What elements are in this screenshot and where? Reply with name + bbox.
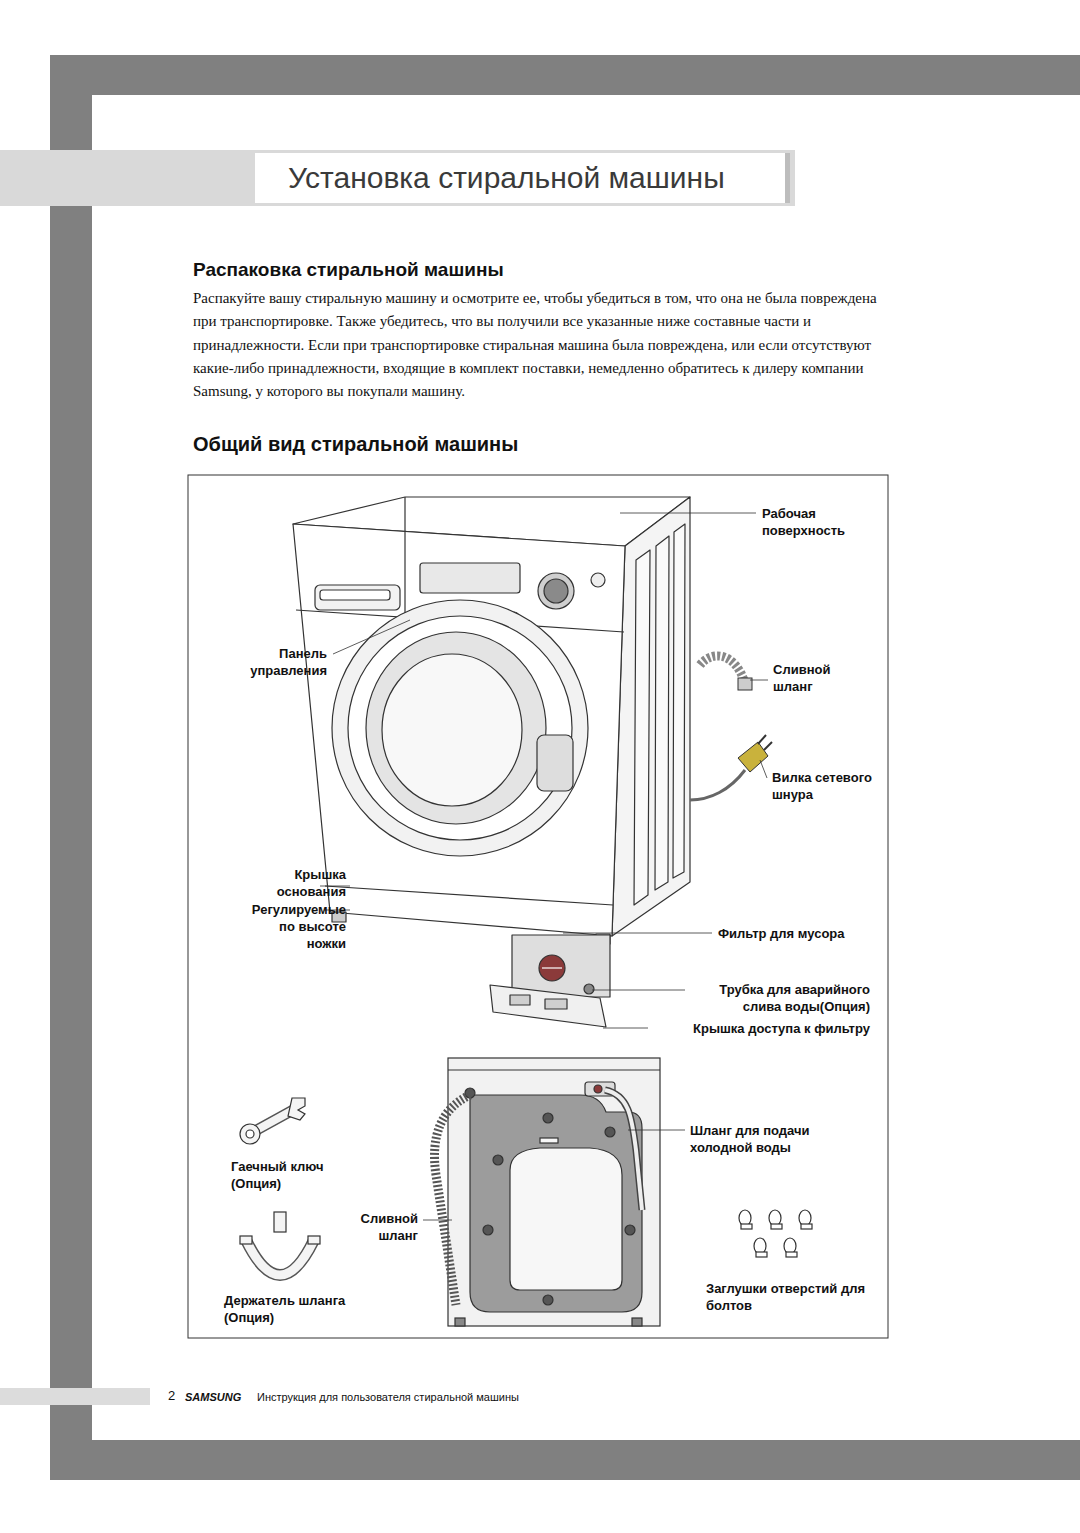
figure-frame [188, 475, 888, 1338]
part-label: Вилка сетевого шнура [772, 769, 872, 803]
part-label: Рабочая поверхность [762, 505, 872, 539]
machine-rear-view [448, 1058, 660, 1326]
part-label: Сливной шланг [773, 661, 858, 695]
machine-front-view [293, 497, 690, 1027]
part-label: Держатель шланга (Опция) [224, 1292, 384, 1326]
section-heading: Общий вид стиральной машины [193, 432, 793, 456]
part-label: Сливной шланг [333, 1210, 418, 1244]
part-label: Крышка доступа к фильтру [640, 1020, 870, 1037]
frame-bar [50, 1440, 1080, 1480]
part-label: Гаечный ключ (Опция) [231, 1158, 351, 1192]
body-text: Распакуйте вашу стиральную машину и осмо… [193, 287, 888, 403]
brand-name: SAMSUNG [185, 1390, 255, 1404]
part-label: Панель управления [217, 645, 327, 679]
footer-text: Инструкция для пользователя стиральной м… [257, 1390, 657, 1404]
part-label: Регулируемые по высоте ножки [241, 901, 346, 952]
leader-lines [320, 513, 768, 1220]
part-label: Заглушки отверстий для болтов [706, 1280, 871, 1314]
part-label: Шланг для подачи холодной воды [690, 1122, 855, 1156]
footer-band [0, 1388, 150, 1405]
part-label: Крышка основания [246, 866, 346, 900]
drain-hose-and-plug [690, 656, 772, 800]
frame-bar [50, 55, 92, 1480]
page-title: Установка стиральной машины [288, 160, 725, 196]
hoses-rear [434, 1090, 642, 1305]
page-number: 2 [168, 1389, 182, 1403]
frame-bar [50, 55, 1080, 95]
part-label: Трубка для аварийного слива воды(Опция) [685, 981, 870, 1015]
part-label: Фильтр для мусора [718, 925, 878, 942]
section-heading: Распаковка стиральной машины [193, 258, 793, 282]
